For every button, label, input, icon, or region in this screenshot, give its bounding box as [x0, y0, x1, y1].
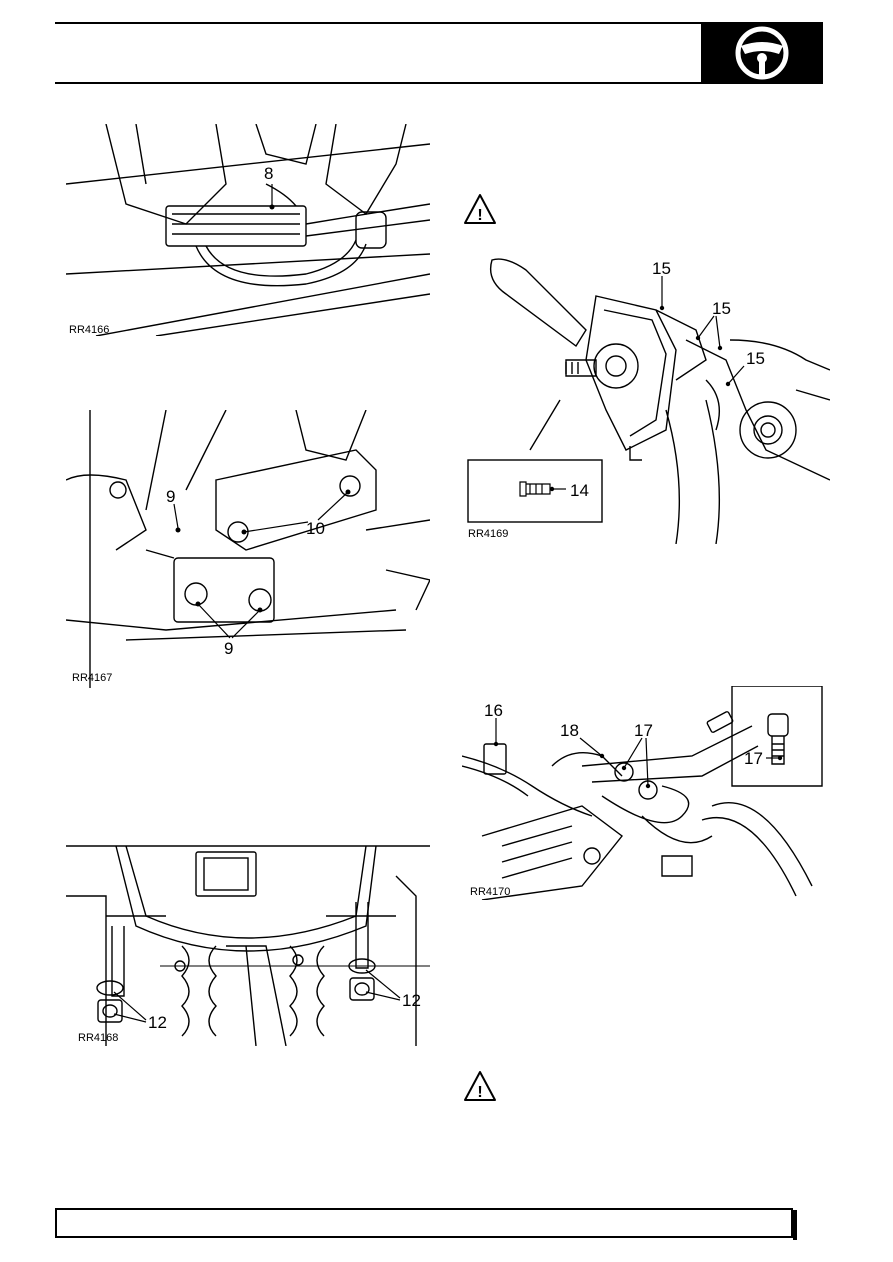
callout-10: 10 [306, 519, 325, 538]
figure-rr4167: 9 10 9 RR4167 [66, 410, 430, 688]
warning-triangle-icon: ! [463, 193, 497, 225]
steering-wheel-icon [735, 26, 789, 80]
bracket-bolts-illustration: 9 10 9 [66, 410, 430, 688]
header-rule [55, 22, 701, 24]
figure-rr4169: 15 15 15 14 RR4169 [466, 250, 830, 544]
figure-id: RR4169 [468, 528, 509, 540]
figure-rr4166: 8 RR4166 [66, 124, 430, 336]
callout-9-lower: 9 [224, 639, 233, 658]
svg-text:!: ! [477, 207, 482, 224]
callout-16: 16 [484, 701, 503, 720]
mounting-nuts-illustration: 12 12 [66, 845, 430, 1046]
callout-8: 8 [264, 164, 273, 183]
figure-id: RR4167 [72, 672, 113, 684]
header-rule-bottom [55, 82, 701, 84]
callout-17-main: 17 [634, 721, 653, 740]
figure-id: RR4168 [78, 1032, 119, 1044]
figure-id: RR4166 [69, 324, 110, 336]
warning-triangle-icon: ! [463, 1070, 497, 1102]
footer-box [55, 1208, 793, 1238]
figure-rr4168: 12 12 RR4168 [66, 836, 430, 1046]
footer-edge [793, 1210, 797, 1240]
figure-rr4170: 16 18 17 17 RR4170 [462, 686, 826, 900]
section-tab [701, 22, 823, 84]
callout-9-upper: 9 [166, 487, 175, 506]
svg-text:!: ! [477, 1084, 482, 1101]
figure-id: RR4170 [470, 886, 511, 898]
callout-17-inset: 17 [744, 749, 763, 768]
harness-connector-illustration: 8 [66, 124, 430, 336]
callout-14: 14 [570, 481, 589, 500]
callout-15-lower: 15 [746, 349, 765, 368]
callout-18: 18 [560, 721, 579, 740]
column-switch-illustration: 15 15 15 14 [467, 258, 830, 544]
callout-15-middle: 15 [712, 299, 731, 318]
callout-15-top: 15 [652, 259, 671, 278]
callout-12-right: 12 [402, 991, 421, 1010]
ignition-harness-illustration: 16 18 17 17 [462, 686, 823, 900]
callout-12-left: 12 [148, 1013, 167, 1032]
